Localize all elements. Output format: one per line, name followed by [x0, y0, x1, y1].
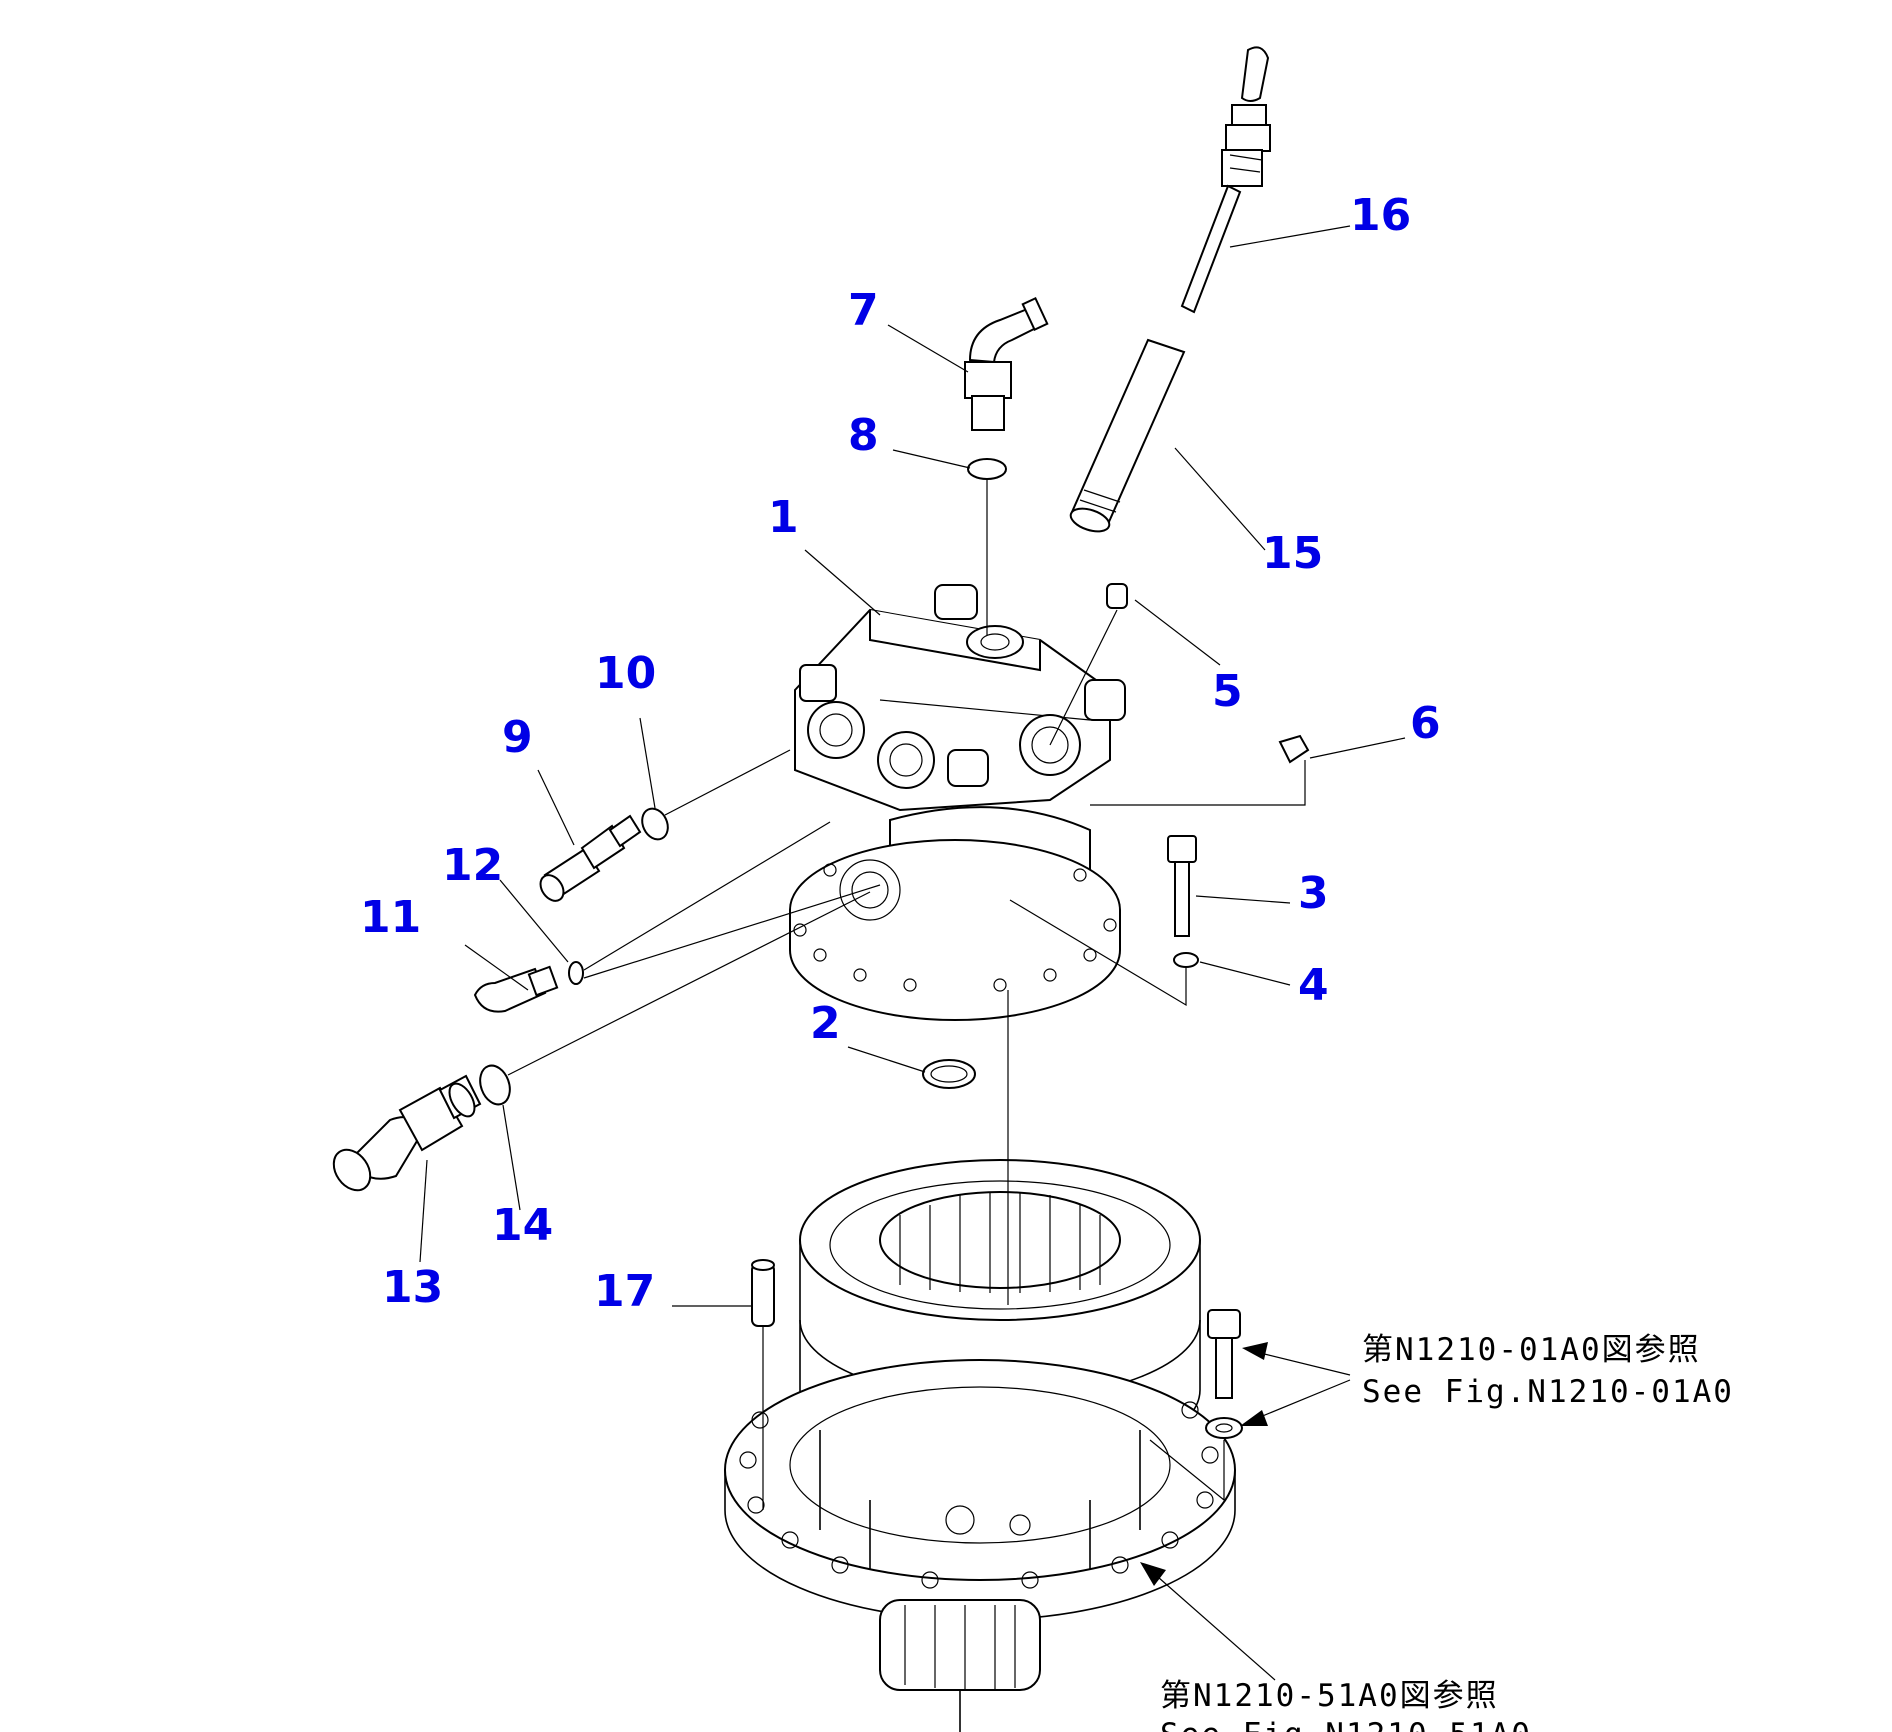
callout-3: 3: [1298, 868, 1329, 919]
part-4-washer: [1173, 952, 1199, 968]
part-8-o-ring: [967, 458, 1007, 480]
ref-note-2-en: See Fig.N1210-51A0: [1160, 1717, 1532, 1732]
reference-bolt: [1207, 1309, 1241, 1399]
leader-lines: [419, 225, 1406, 1681]
part-1-valve-body: [794, 584, 1126, 812]
part-3-bolt: [1167, 835, 1197, 937]
callout-6: 6: [1410, 698, 1441, 749]
callout-16: 16: [1350, 190, 1411, 241]
part-14-o-ring: [479, 1064, 511, 1106]
callout-labels: 1 2 3 4 5 6 7 8 9 10 11 12 13 14 15 16 1…: [360, 190, 1441, 1317]
part-2-o-ring: [922, 1059, 976, 1089]
reference-washer: [1205, 1417, 1243, 1439]
part-10-o-ring: [641, 807, 669, 841]
gear-housing: [724, 1159, 1236, 1732]
reference-notes: 第N1210-01A0図参照 See Fig.N1210-01A0 第N1210…: [1160, 1332, 1734, 1732]
callout-1: 1: [768, 492, 799, 543]
callout-7: 7: [848, 285, 879, 336]
motor-housing: [789, 806, 1121, 1021]
part-11-fitting: [473, 965, 559, 1013]
callout-2: 2: [810, 998, 841, 1049]
ref-note-2-jp: 第N1210-51A0図参照: [1160, 1678, 1499, 1714]
callout-14: 14: [492, 1200, 553, 1251]
callout-9: 9: [502, 712, 533, 763]
part-16-rod: [1180, 46, 1271, 314]
callout-17: 17: [594, 1266, 655, 1317]
callout-15: 15: [1262, 528, 1323, 579]
callout-10: 10: [595, 648, 656, 699]
callout-8: 8: [848, 410, 879, 461]
callout-11: 11: [360, 892, 421, 943]
ref-note-1-en: See Fig.N1210-01A0: [1362, 1374, 1734, 1410]
callout-12: 12: [442, 840, 503, 891]
part-6-plug: [1278, 734, 1310, 764]
ref-note-1-jp: 第N1210-01A0図参照: [1362, 1332, 1701, 1368]
part-17-pin: [751, 1259, 775, 1327]
part-7-elbow: [964, 297, 1049, 431]
callout-5: 5: [1212, 666, 1243, 717]
callout-4: 4: [1298, 960, 1329, 1011]
part-13-valve: [332, 1074, 482, 1192]
part-12-o-ring: [568, 961, 584, 985]
callout-13: 13: [382, 1262, 443, 1313]
part-5-plug: [1106, 583, 1128, 609]
part-15-cylinder: [1069, 338, 1186, 533]
part-9-fitting: [539, 814, 642, 902]
